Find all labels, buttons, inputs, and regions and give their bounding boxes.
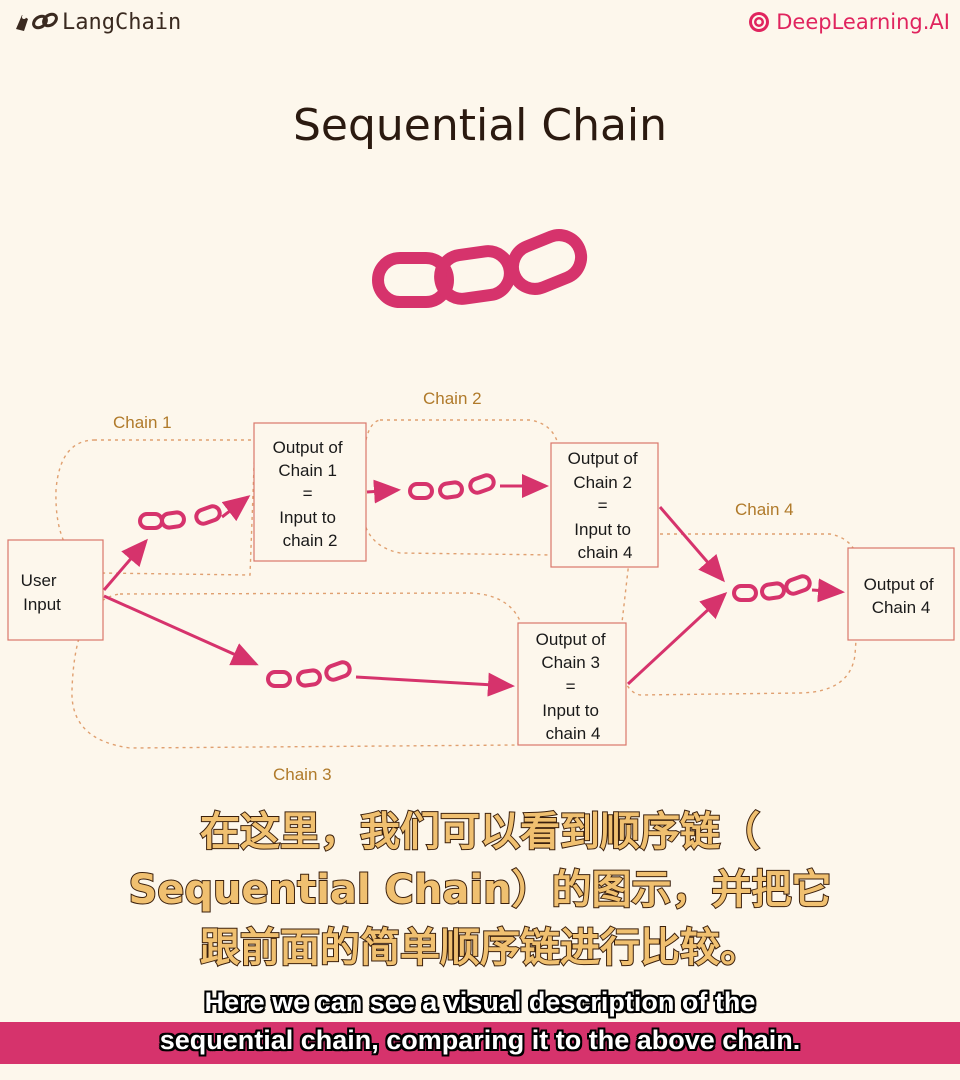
langchain-logo-text: LangChain xyxy=(62,9,182,35)
arrow-chain1-to-output1 xyxy=(221,495,251,522)
arrow-user-to-chain3 xyxy=(103,594,259,666)
chain2-label: Chain 2 xyxy=(423,389,482,408)
chain3-link-icon xyxy=(266,660,352,688)
langchain-logo: LangChain xyxy=(12,6,181,38)
arrow-user-to-chain1 xyxy=(102,538,148,591)
chain1-label: Chain 1 xyxy=(113,413,172,432)
chain2-region xyxy=(361,419,561,556)
english-subtitle-line-1: Here we can see a visual description of … xyxy=(204,987,756,1017)
deeplearning-ai-logo: DeepLearning.AI xyxy=(748,6,950,38)
output-chain1-box xyxy=(253,422,367,562)
user-input-box xyxy=(7,539,104,641)
chinese-subtitle-line-3: 跟前面的简单顺序链进行比较。 xyxy=(199,924,761,972)
arrow-output3-to-chain4 xyxy=(626,591,728,686)
deeplearning-ai-logo-text: DeepLearning.AI xyxy=(776,10,950,34)
english-subtitle-line-2: sequential chain, comparing it to the ab… xyxy=(159,1025,801,1055)
parrot-chain-icon xyxy=(16,12,58,31)
arrow-chain3-to-output3 xyxy=(355,672,515,697)
chain2-link-icon xyxy=(408,473,496,500)
chinese-subtitle-line-2: Sequential Chain）的图示，并把它 xyxy=(127,866,832,914)
arrow-output2-to-chain4 xyxy=(658,506,725,583)
arrow-chain4-to-output4 xyxy=(811,578,845,603)
chain4-region xyxy=(619,533,861,696)
arrow-output1-to-chain2 xyxy=(366,479,401,504)
chain4-link-icon xyxy=(732,574,812,602)
chinese-subtitle-line-1: 在这里，我们可以看到顺序链（ xyxy=(199,808,761,856)
slide-title: Sequential Chain xyxy=(292,100,668,151)
output-chain4-box xyxy=(847,547,955,641)
output-chain2-box xyxy=(550,442,659,568)
output-chain3-box xyxy=(517,622,627,746)
chain3-label: Chain 3 xyxy=(273,765,332,784)
user-input-text: User Input xyxy=(21,571,62,614)
english-subtitle-band xyxy=(0,1022,960,1064)
output-chain2-text: Output of Chain 2 = Input to chain 4 xyxy=(568,449,643,562)
output-chain3-text: Output of Chain 3 = Input to chain 4 xyxy=(536,630,611,743)
large-chain-icon xyxy=(372,229,588,308)
deeplearning-ai-icon xyxy=(749,12,770,32)
output-chain4-text: Output of Chain 4 xyxy=(864,575,939,617)
output-chain1-text: Output of Chain 1 = Input to chain 2 xyxy=(273,438,348,550)
chain3-region xyxy=(71,592,526,749)
chain1-link-icon xyxy=(138,504,222,530)
chain4-label: Chain 4 xyxy=(735,500,794,519)
